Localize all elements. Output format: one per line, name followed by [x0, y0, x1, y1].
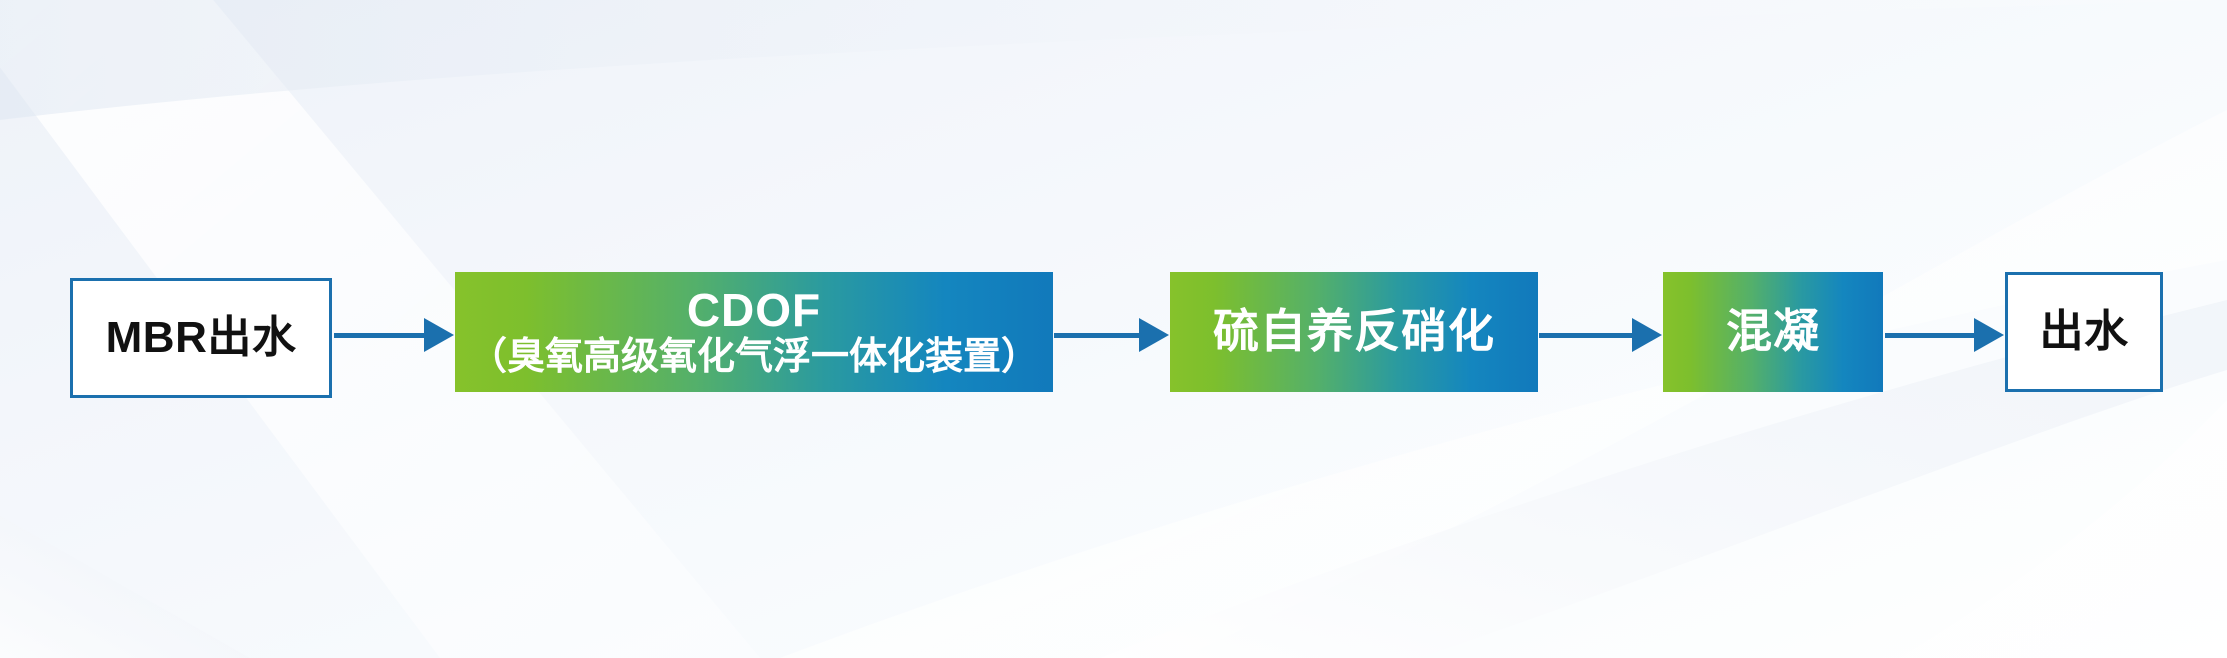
- flow-node-coagulation[interactable]: 混凝: [1663, 272, 1883, 392]
- arrow-shaft: [1054, 332, 1140, 338]
- arrow-head-icon: [1632, 318, 1662, 352]
- flow-connector-3: [1539, 318, 1662, 352]
- arrow-shaft: [334, 332, 425, 338]
- flow-node-label-secondary: （臭氧高级氧化气浮一体化装置）: [468, 336, 1039, 379]
- flow-connector-2: [1054, 318, 1169, 352]
- arrow-head-icon: [424, 318, 454, 352]
- arrow-head-icon: [1139, 318, 1169, 352]
- flow-node-cdof[interactable]: CDOF （臭氧高级氧化气浮一体化装置）: [455, 272, 1053, 392]
- flow-node-label-primary: CDOF: [686, 283, 822, 336]
- flow-connector-4: [1885, 318, 2004, 352]
- flow-node-mbr-effluent[interactable]: MBR出水: [70, 278, 332, 398]
- flow-node-label: 混凝: [1726, 305, 1820, 358]
- flow-node-label: MBR出水: [105, 312, 297, 362]
- flow-node-label: 硫自养反硝化: [1213, 305, 1495, 358]
- flow-node-label: CDOF （臭氧高级氧化气浮一体化装置）: [468, 283, 1039, 379]
- flow-connector-1: [334, 318, 454, 352]
- arrow-head-icon: [1974, 318, 2004, 352]
- flow-node-label: 出水: [2039, 306, 2129, 356]
- arrow-shaft: [1885, 332, 1975, 338]
- flow-node-effluent[interactable]: 出水: [2005, 272, 2163, 392]
- arrow-shaft: [1539, 332, 1633, 338]
- flow-node-sulfur-autotrophic-denitrification[interactable]: 硫自养反硝化: [1170, 272, 1538, 392]
